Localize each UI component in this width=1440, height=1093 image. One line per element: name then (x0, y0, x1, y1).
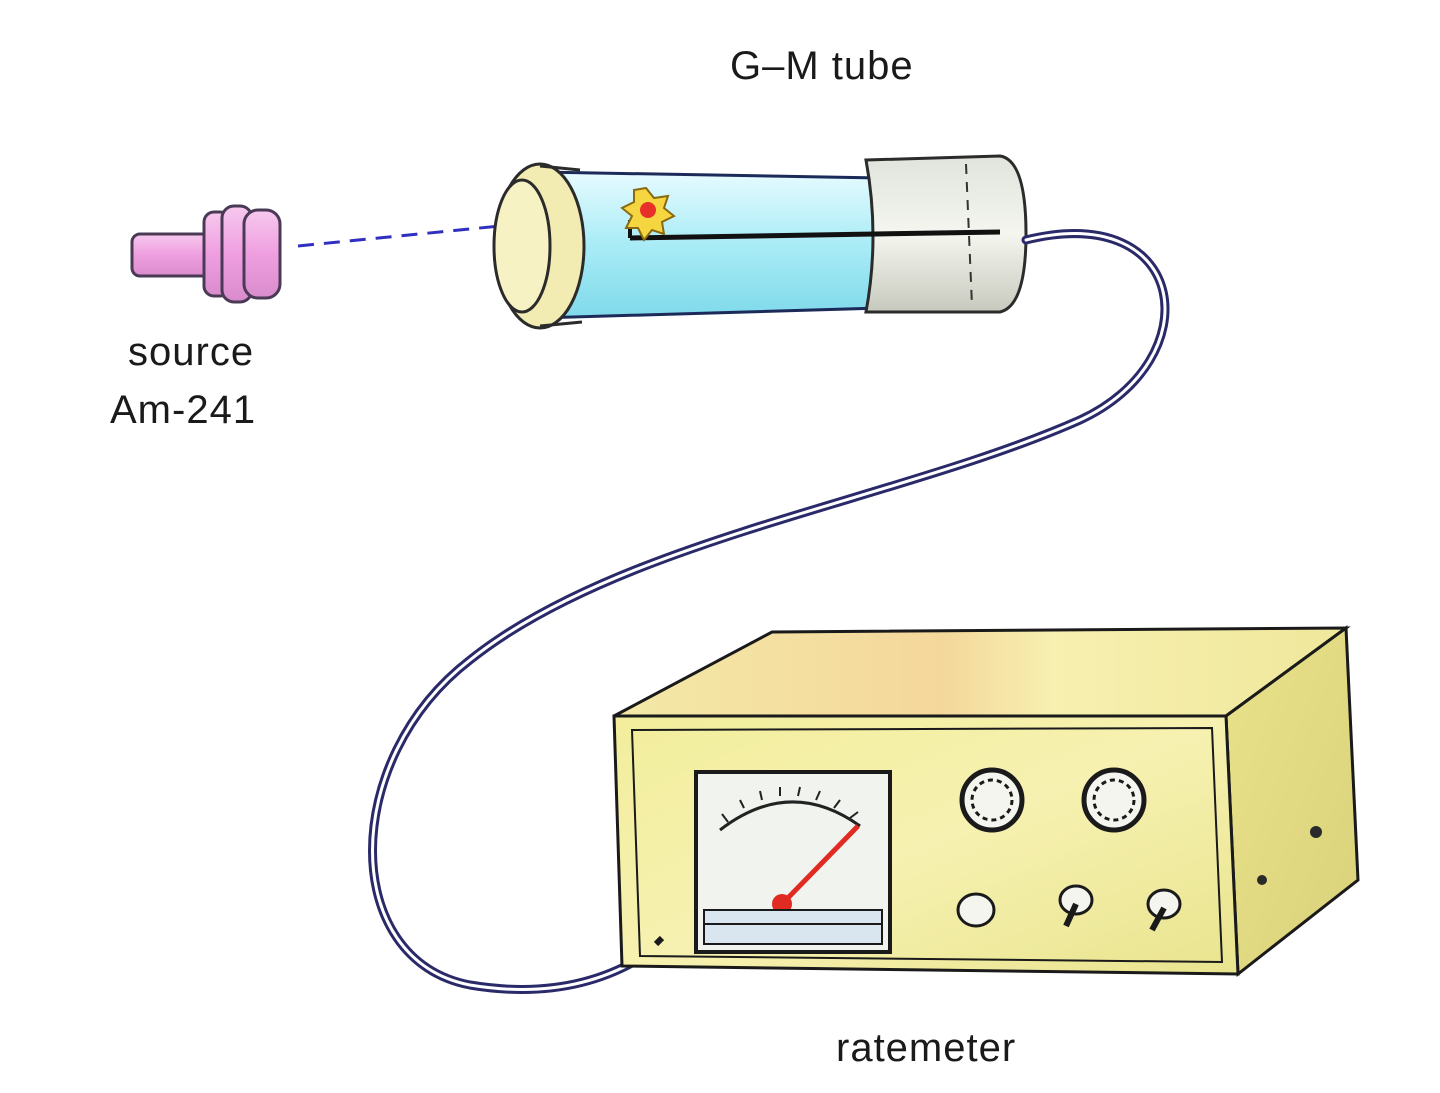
side-socket-1 (1310, 826, 1322, 838)
gm-tube-cap-seam (965, 163, 973, 307)
meter-needle (780, 824, 860, 906)
meter-dial (694, 770, 892, 954)
ratemeter-label: ratemeter (836, 1026, 1017, 1070)
ratemeter-top (613, 626, 1351, 718)
source-head (242, 208, 282, 300)
knob-left (959, 767, 1025, 833)
gm-tube-anode-wire (629, 229, 1001, 241)
knob-right (1081, 767, 1147, 833)
gm-tube-label: G–M tube (730, 44, 914, 88)
cable-plug (653, 935, 665, 947)
meter-scale-arc (719, 800, 861, 832)
toggle-switch-1 (1058, 884, 1094, 928)
ratemeter (612, 625, 1360, 977)
toggle-switch-2 (1146, 888, 1182, 932)
gm-tube-mica-window (492, 178, 552, 314)
cable-inner (371, 232, 1167, 991)
source-isotope-label: Am-241 (110, 388, 257, 432)
indicator-lamp (956, 892, 996, 928)
source-label: source (128, 330, 255, 374)
radiation-path (297, 224, 501, 248)
gm-tube (492, 154, 1028, 330)
side-socket-2 (1257, 875, 1267, 885)
gm-tube-body (538, 170, 882, 320)
source-am241 (130, 204, 282, 304)
